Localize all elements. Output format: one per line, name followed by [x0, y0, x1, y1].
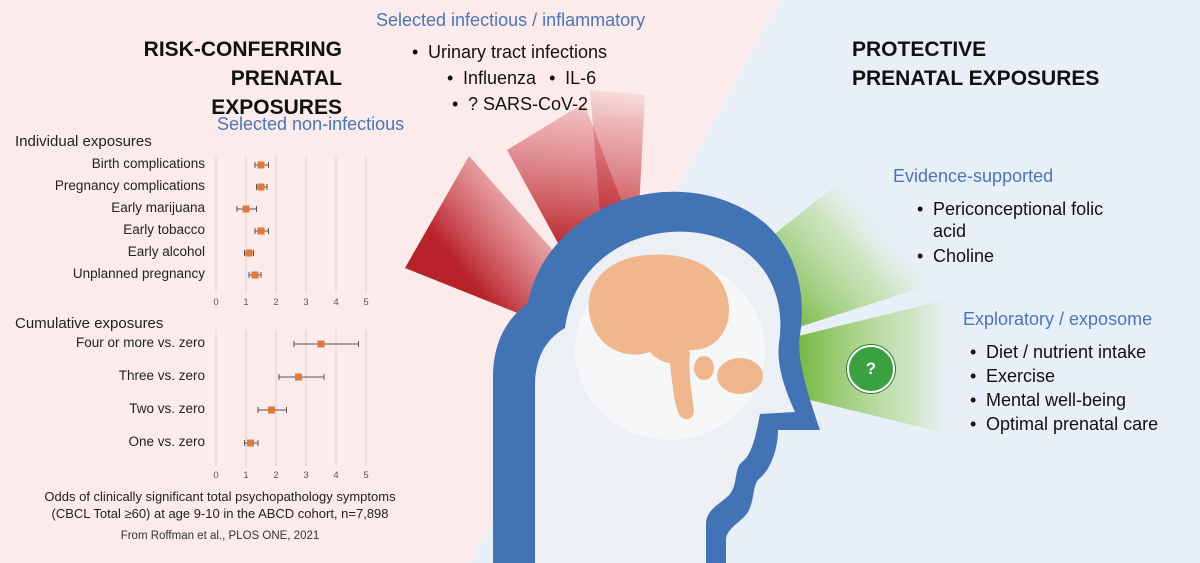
exploratory-item: Mental well-being: [970, 388, 1195, 412]
risk-heading: RISK-CONFERRING PRENATAL EXPOSURES: [127, 35, 342, 122]
individual-tick-label: 2: [273, 297, 278, 308]
individual-row-label: Pregnancy complications: [54, 178, 205, 193]
individual-tick-label: 3: [303, 297, 308, 308]
brain-stem: [668, 352, 694, 420]
individual-row-label: Early marijuana: [111, 200, 205, 215]
forest-plot-cumulative-svg: 0 1 2 3 4 5: [213, 330, 369, 481]
infectious-title: Selected infectious / inflammatory: [376, 10, 646, 30]
individual-point: [257, 227, 265, 235]
forest-plot-individual-svg: 0 1 2 3 4 5: [213, 156, 369, 308]
protective-heading-line2: PRENATAL EXPOSURES: [852, 67, 1100, 90]
protective-heading-line1: PROTECTIVE: [852, 38, 987, 61]
infectious-list: Urinary tract infections Influenza IL-6 …: [412, 39, 672, 117]
cumulative-tick-label: 4: [333, 470, 338, 481]
individual-row-label: Early alcohol: [127, 244, 205, 259]
cumulative-row-label: Three vs. zero: [118, 368, 205, 383]
risk-heading-line2: PRENATAL EXPOSURES: [211, 67, 342, 119]
exploratory-item: Diet / nutrient intake: [970, 340, 1195, 364]
exploratory-title: Exploratory / exposome: [963, 309, 1153, 329]
individual-tick-label: 5: [363, 297, 368, 308]
cumulative-row-label: One vs. zero: [128, 434, 205, 449]
cumulative-tick-label: 3: [303, 470, 308, 481]
individual-row-label: Birth complications: [91, 156, 205, 171]
infectious-item: Influenza: [447, 68, 536, 88]
evidence-title: Evidence-supported: [893, 166, 1054, 186]
infectious-item: ? SARS-CoV-2: [452, 91, 672, 117]
caption-line2: (CBCL Total ≥60) at age 9-10 in the ABCD…: [51, 506, 389, 521]
cumulative-point: [295, 373, 302, 381]
cumulative-tick-label: 0: [213, 470, 218, 481]
cumulative-exposures-title: Cumulative exposures: [15, 315, 164, 332]
exploratory-list: Diet / nutrient intake Exercise Mental w…: [970, 340, 1195, 436]
infectious-item: Urinary tract infections: [412, 39, 672, 65]
cumulative-point: [268, 406, 275, 414]
individual-row-label: Unplanned pregnancy: [72, 266, 205, 281]
individual-point: [257, 161, 265, 169]
individual-tick-label: 0: [213, 297, 218, 308]
individual-row-label: Early tobacco: [123, 222, 205, 237]
cumulative-point: [247, 439, 254, 447]
figure-caption: Odds of clinically significant total psy…: [10, 488, 430, 522]
cumulative-row-label: Two vs. zero: [129, 401, 205, 416]
cumulative-tick-label: 5: [363, 470, 368, 481]
evidence-item: Periconceptional folic acid: [917, 198, 1137, 242]
individual-point: [257, 183, 265, 191]
individual-tick-label: 4: [333, 297, 338, 308]
evidence-list: Periconceptional folic acid Choline: [917, 198, 1137, 267]
cumulative-point: [317, 340, 325, 348]
cumulative-tick-label: 2: [273, 470, 278, 481]
individual-exposures-title: Individual exposures: [15, 133, 152, 150]
cumulative-tick-label: 1: [243, 470, 248, 481]
individual-point: [251, 271, 259, 279]
brain-cerebellum: [717, 358, 763, 394]
individual-point: [242, 205, 250, 213]
individual-point: [245, 249, 253, 257]
infectious-item: IL-6: [549, 68, 596, 88]
noninfectious-title: Selected non-infectious: [217, 114, 405, 134]
individual-tick-label: 1: [243, 297, 248, 308]
exploratory-item: Optimal prenatal care: [970, 412, 1195, 436]
cumulative-row-label: Four or more vs. zero: [75, 335, 205, 350]
risk-heading-line1: RISK-CONFERRING: [143, 38, 342, 61]
caption-line1: Odds of clinically significant total psy…: [44, 489, 396, 504]
protective-heading: PROTECTIVE PRENATAL EXPOSURES: [852, 35, 1132, 93]
question-badge-icon: ?: [847, 345, 895, 393]
exploratory-item: Exercise: [970, 364, 1195, 388]
source-citation: From Roffman et al., PLOS ONE, 2021: [120, 530, 320, 542]
brain-cerebrum: [588, 254, 730, 364]
evidence-item: Choline: [917, 245, 1137, 267]
